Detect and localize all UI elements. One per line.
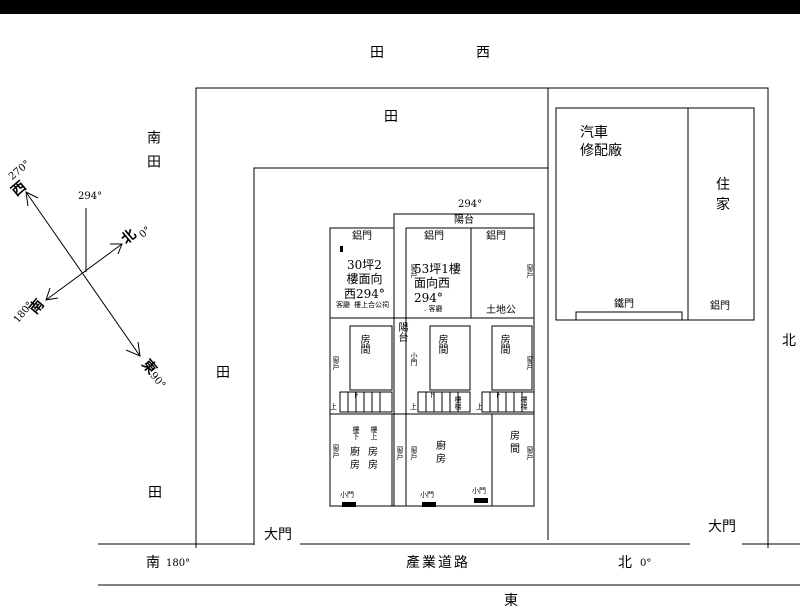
unit-a-living: 客廳 bbox=[336, 301, 350, 309]
main-gate-left: 大門 bbox=[264, 527, 292, 543]
auto-shop-label: 汽車 修配廠 bbox=[580, 125, 622, 160]
stairs-up-c: 上 bbox=[476, 403, 483, 411]
unit-a-note: 樓上合公祠 bbox=[354, 301, 389, 309]
small-door-b: 小門 bbox=[420, 491, 434, 499]
upstairs-note: 樓上 bbox=[370, 426, 378, 440]
road-north-deg: 0° bbox=[640, 558, 652, 569]
stairs-up-b: 上 bbox=[410, 403, 417, 411]
window-low-left: 窗戶 bbox=[332, 444, 340, 458]
unit-a-description: 30坪2 樓面向 西294° bbox=[344, 258, 385, 301]
earth-god-label: 土地公 bbox=[486, 305, 516, 316]
window-mid-right: 窗戶 bbox=[526, 356, 534, 370]
room-box-b bbox=[429, 325, 471, 391]
window-mid-left: 窗戶 bbox=[332, 356, 340, 370]
kitchen-b-label: 廚 房 bbox=[436, 441, 446, 465]
stairs-up-a: 上 bbox=[330, 403, 337, 411]
unit-a-alu-door: 鋁門 bbox=[352, 231, 372, 242]
small-door-side: 小門 bbox=[410, 352, 418, 366]
unit-b-living: . 客廳 bbox=[424, 305, 443, 313]
road-south: 南 bbox=[146, 555, 160, 571]
house-right-block bbox=[393, 213, 535, 507]
arrow-south-head bbox=[45, 287, 59, 301]
door-marks bbox=[340, 246, 488, 507]
field-left-mid: 田 bbox=[216, 365, 230, 381]
road-south-deg: 180° bbox=[166, 558, 191, 569]
room-a2-label: 房 房 bbox=[368, 447, 378, 471]
top-border-bar bbox=[0, 0, 800, 14]
window-low-right: 窗戶 bbox=[526, 446, 534, 460]
inner-lot-boundary bbox=[253, 167, 548, 545]
stairs-label-2: 樓梯 bbox=[520, 396, 528, 410]
room-a-label: 房間 bbox=[358, 334, 369, 354]
compass-294: 294° bbox=[78, 191, 103, 202]
balcony-side: 陽台 bbox=[396, 322, 407, 342]
room-box-a bbox=[349, 325, 393, 391]
downstairs-note: 樓下 bbox=[352, 426, 360, 440]
window-low-mid: 窗戶 bbox=[396, 446, 404, 460]
residence-label: 住 家 bbox=[716, 177, 730, 213]
window-low-b: 窗戶 bbox=[410, 446, 418, 460]
unit-b-description: 53坪1樓 面向西 294° bbox=[414, 262, 461, 305]
small-door-c: 小門 bbox=[472, 487, 486, 495]
room-b-label: 房間 bbox=[436, 334, 447, 354]
main-gate-right: 大門 bbox=[708, 519, 736, 535]
stairs-marks bbox=[339, 391, 535, 413]
room-c-label: 房間 bbox=[498, 334, 509, 354]
balcony-top: 陽台 bbox=[454, 215, 474, 226]
field-top: 田 bbox=[370, 45, 384, 61]
stairs-down-b: 下 bbox=[428, 391, 435, 399]
arrow-north-head bbox=[110, 243, 123, 255]
north-right: 北 bbox=[782, 333, 796, 349]
room-box-c bbox=[491, 325, 533, 391]
west-top: 西 bbox=[476, 45, 490, 61]
room-c2-label: 房 間 bbox=[510, 431, 520, 455]
field-inner: 田 bbox=[384, 109, 398, 125]
stairs-down-a: 下 bbox=[352, 391, 359, 399]
field-left-low: 田 bbox=[148, 485, 162, 501]
stairs-label: 樓梯 bbox=[454, 396, 462, 410]
compass-axis-west-east bbox=[25, 191, 141, 357]
unit-b-alu-door-2: 鋁門 bbox=[486, 231, 506, 242]
kitchen-a-label: 廚 房 bbox=[350, 447, 360, 471]
unit-b-alu-door-1: 鋁門 bbox=[424, 231, 444, 242]
road-north: 北 bbox=[618, 555, 632, 571]
arrow-west-head bbox=[25, 191, 39, 207]
alu-gate-residence: 鋁門 bbox=[710, 301, 730, 312]
south-field: 南田 bbox=[145, 130, 161, 178]
compass-axis-south-north bbox=[45, 243, 123, 301]
window-b-right: 窗戶 bbox=[526, 264, 534, 278]
east-bottom: 東 bbox=[504, 593, 518, 609]
arrow-east-head bbox=[125, 341, 141, 357]
iron-gate-mark bbox=[575, 311, 683, 321]
stairs-down-c: 下 bbox=[494, 391, 501, 399]
property-boundary bbox=[195, 87, 769, 548]
small-door-a: 小門 bbox=[340, 491, 354, 499]
window-a-right: 窗戶 bbox=[410, 264, 418, 278]
road-name: 產業道路 bbox=[406, 555, 470, 571]
iron-gate-label: 鐵門 bbox=[614, 299, 634, 310]
house-angle-top: 294° bbox=[458, 199, 483, 210]
